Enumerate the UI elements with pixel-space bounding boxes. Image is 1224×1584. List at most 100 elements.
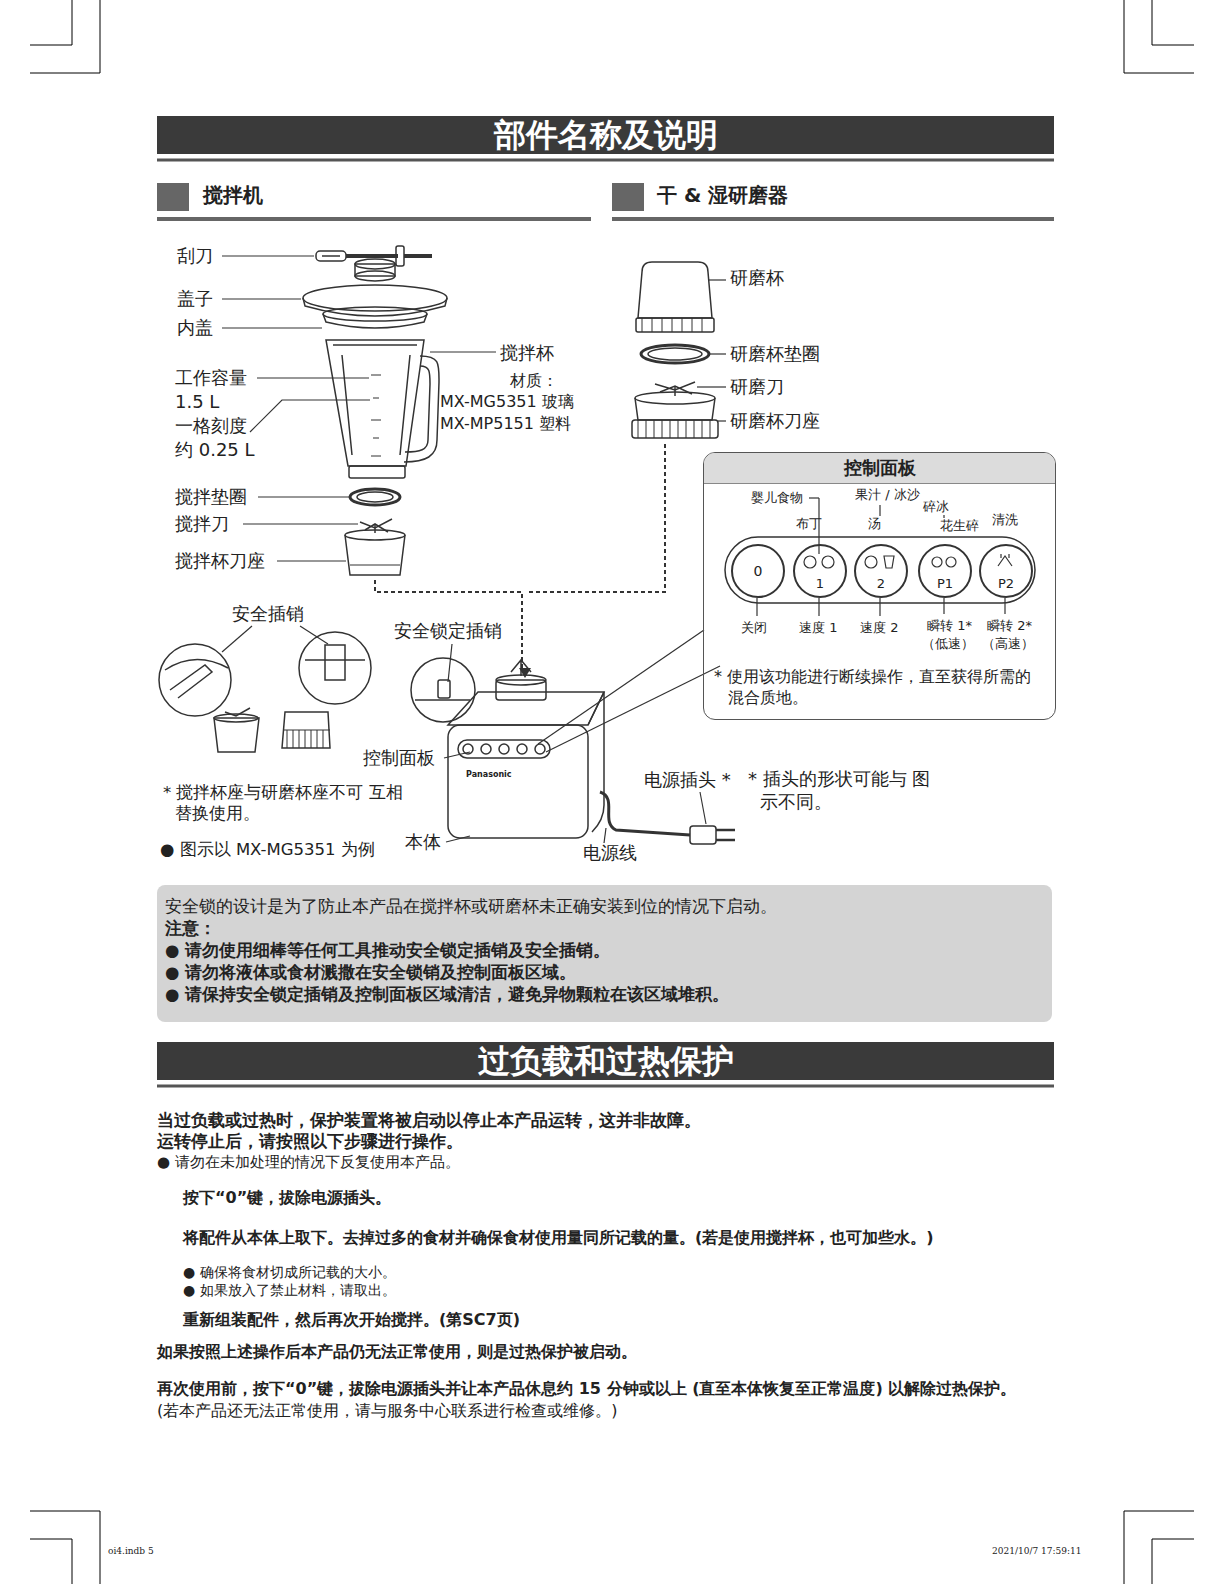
safety-pin-inset — [214, 718, 259, 752]
part-label: Panasonic — [466, 770, 512, 780]
safety-pin-inset — [287, 730, 323, 748]
band-rule — [157, 160, 1054, 1086]
leader-line — [430, 351, 496, 352]
part-label: 约 0.25 L — [175, 438, 255, 461]
button-circle: 0 — [731, 544, 785, 598]
crop-mark — [72, 0, 73, 45]
crop-mark — [1124, 73, 1194, 74]
crop-mark — [30, 45, 72, 46]
crop-mark — [1124, 0, 1125, 73]
part-label: 2021/10/7 17:59:11 — [992, 1546, 1081, 1558]
appliance-body — [463, 744, 473, 754]
leader-line — [448, 644, 452, 682]
part-label: （低速） — [922, 636, 974, 653]
button-strip — [725, 537, 1035, 603]
lid — [323, 314, 427, 328]
button-icon — [932, 557, 942, 567]
button-circle: 1 — [793, 544, 847, 598]
leader-line — [258, 496, 349, 497]
body-text: (若本产品还无法正常使用，请与服务中心联系进行检查或维修。) — [157, 1401, 617, 1422]
band-rule — [157, 1085, 1054, 1088]
power-cord — [600, 792, 735, 844]
assembly-guide — [375, 444, 665, 668]
part-label: 材质： — [510, 371, 558, 392]
grinder-blade-base — [638, 420, 710, 438]
part-label: 内盖 — [177, 316, 213, 339]
safety-pin-inset — [438, 680, 450, 698]
note-item: ● 请勿使用细棒等任何工具推动安全锁定插销及安全插销。 — [165, 940, 1044, 962]
part-label: 控制面板 — [363, 746, 435, 769]
power-cord — [600, 792, 690, 835]
body-text: 如果按照上述操作后本产品仍无法正常使用，则是过热保护被启动。 — [157, 1342, 637, 1363]
part-label: 工作容量 — [175, 366, 247, 389]
assembly-guide — [375, 580, 522, 668]
spatula — [316, 246, 432, 266]
part-label: 一格刻度 — [175, 414, 247, 437]
appliance-body — [499, 744, 509, 754]
leader-line — [943, 598, 944, 614]
title-band: 部件名称及说明 — [157, 116, 1054, 154]
crop-mark — [1124, 1511, 1125, 1584]
button-icon — [998, 554, 1012, 566]
section-heading: 搅拌机 — [203, 182, 263, 208]
part-label: 盖子 — [177, 287, 213, 310]
safety-pin-inset — [165, 659, 228, 698]
part-label: 搅拌杯 — [500, 341, 554, 364]
body-text: 按下“0”键，拔除电源插头。 — [183, 1188, 391, 1209]
button-icon — [865, 556, 877, 568]
lid — [355, 264, 395, 276]
button-label: 2 — [856, 546, 906, 592]
band-title: 部件名称及说明 — [494, 119, 718, 151]
note-text: 安全锁的设计是为了防止本产品在搅拌杯或研磨杯未正确安装到位的情况下启动。 — [165, 896, 1044, 918]
leader-line — [809, 497, 819, 498]
blender-jar — [405, 366, 430, 452]
grinder-cup — [636, 318, 714, 332]
crop-mark — [30, 0, 1194, 1584]
panel-note: * 使用该功能进行断续操作，直至获得所需的混合质地。 — [714, 667, 1047, 709]
part-label: 速度 1 — [799, 620, 837, 637]
grinder-cup — [642, 318, 702, 332]
button-strip — [725, 537, 1035, 603]
part-label: 研磨刀 — [730, 375, 784, 398]
part-label: 汤 — [868, 516, 881, 533]
appliance-body — [448, 725, 588, 838]
grinder-cup — [636, 262, 714, 332]
safety-pin-inset — [225, 708, 250, 716]
safety-pin-inset — [159, 644, 231, 716]
part-label: * 搅拌杯座与研磨杯座不可 互相替换使用。 — [163, 782, 403, 825]
lid — [355, 259, 395, 269]
panel-heading: 控制面板 — [704, 453, 1055, 484]
part-label: MX-MG5351 玻璃 — [440, 392, 574, 413]
part-label: 瞬转 2* — [987, 618, 1032, 635]
part-label: 关闭 — [741, 620, 767, 637]
part-label: 碎冰 — [923, 499, 949, 516]
safety-pin-inset — [415, 699, 470, 701]
blender-jar — [326, 340, 439, 478]
safety-pin-inset — [159, 632, 475, 752]
crop-mark — [1152, 45, 1194, 46]
crop-mark — [30, 1539, 72, 1540]
power-cord — [690, 826, 716, 844]
crop-mark — [1152, 1539, 1194, 1540]
note-item: ● 请勿将液体或食材溅撒在安全锁销及控制面板区域。 — [165, 962, 1044, 984]
part-label: 搅拌杯刀座 — [175, 549, 265, 572]
part-label: 搅拌刀 — [175, 512, 229, 535]
grinder-cup — [638, 262, 712, 318]
leader-line — [718, 420, 726, 421]
part-label: 速度 2 — [860, 620, 898, 637]
lid — [303, 259, 447, 328]
leader-line — [1004, 598, 1005, 614]
part-label: 刮刀 — [177, 244, 213, 267]
leader-line — [277, 560, 346, 561]
grinder-blade-base — [635, 392, 715, 404]
section-marker — [612, 217, 1054, 221]
spatula — [396, 246, 404, 266]
leader-line — [222, 626, 252, 652]
lid — [323, 307, 427, 321]
appliance-body — [458, 740, 550, 758]
blender-jar — [404, 356, 439, 462]
spatula — [322, 255, 340, 257]
leader-line — [697, 386, 726, 387]
leader-line — [538, 630, 704, 744]
